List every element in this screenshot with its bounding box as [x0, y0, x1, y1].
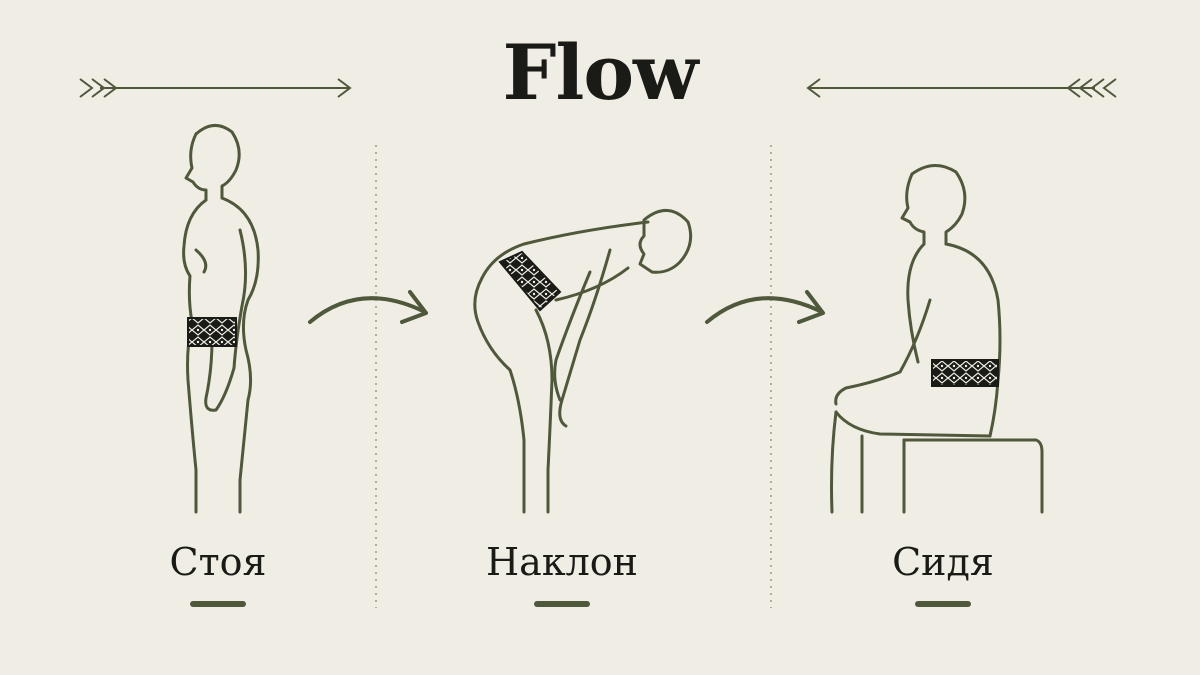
right-decorative-arrow: [806, 78, 1117, 98]
label-standing: Стоя: [169, 540, 267, 584]
page-title: Flow: [502, 28, 699, 117]
label-bending-underline: [534, 601, 590, 607]
transition-arrow-1: [308, 290, 428, 324]
bending-figure: [473, 209, 693, 514]
bending-belt: [498, 250, 562, 312]
left-decorative-arrow: [79, 78, 352, 98]
standing-figure: [182, 124, 260, 514]
sitting-figure: [830, 164, 1044, 514]
label-sitting: Сидя: [892, 540, 994, 584]
label-sitting-underline: [915, 601, 971, 607]
label-bending: Наклон: [486, 540, 638, 584]
sitting-belt: [931, 359, 999, 387]
label-standing-underline: [190, 601, 246, 607]
transition-arrow-2: [705, 290, 825, 324]
standing-belt: [187, 317, 237, 347]
